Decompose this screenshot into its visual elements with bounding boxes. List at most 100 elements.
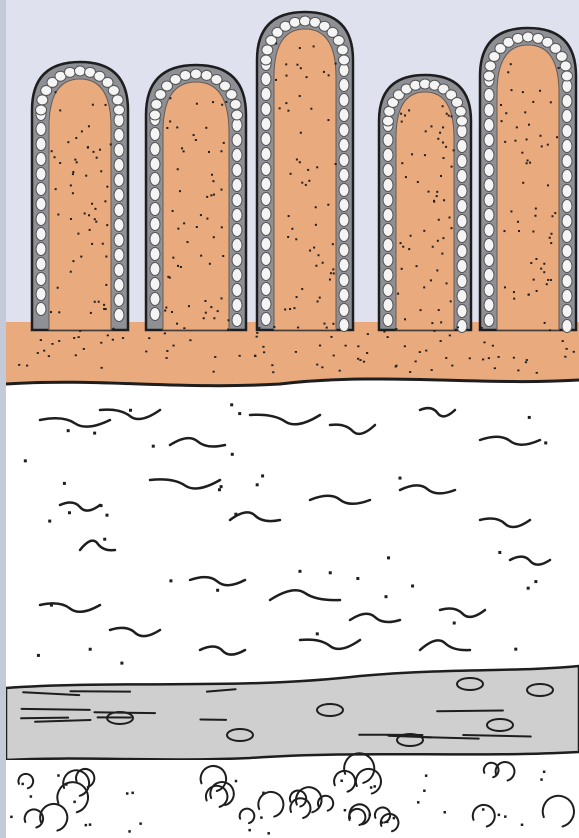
speckle bbox=[384, 595, 387, 598]
muscle-fiber bbox=[21, 718, 68, 719]
epithelial-cell bbox=[562, 200, 572, 213]
speckle bbox=[423, 286, 425, 288]
speckle bbox=[482, 359, 484, 361]
speckle bbox=[441, 253, 443, 255]
epithelial-cell bbox=[261, 178, 271, 191]
speckle bbox=[543, 771, 546, 774]
speckle bbox=[319, 345, 321, 347]
speckle bbox=[425, 774, 428, 777]
epithelial-cell bbox=[383, 149, 393, 162]
speckle bbox=[188, 305, 190, 307]
speckle bbox=[411, 153, 413, 155]
speckle bbox=[524, 111, 526, 113]
speckle bbox=[449, 335, 451, 337]
epithelial-cell bbox=[457, 170, 467, 183]
speckle bbox=[93, 432, 96, 435]
epithelial-cell bbox=[36, 138, 46, 151]
epithelial-cell bbox=[484, 194, 494, 207]
speckle bbox=[417, 801, 420, 804]
epithelial-cell bbox=[36, 273, 46, 286]
epithelial-cell bbox=[457, 305, 467, 318]
epithelial-cell bbox=[484, 104, 494, 117]
speckle bbox=[517, 221, 519, 223]
speckle bbox=[438, 219, 440, 221]
speckle bbox=[169, 277, 171, 279]
speckle bbox=[357, 345, 359, 347]
speckle bbox=[443, 811, 446, 814]
speckle bbox=[425, 350, 427, 352]
speckle bbox=[511, 89, 513, 91]
speckle bbox=[327, 204, 329, 206]
speckle bbox=[221, 297, 223, 299]
speckle bbox=[105, 284, 107, 286]
speckle bbox=[131, 792, 134, 795]
speckle bbox=[88, 125, 90, 127]
epithelial-cell bbox=[457, 230, 467, 243]
speckle bbox=[77, 233, 79, 235]
speckle bbox=[534, 215, 536, 217]
epithelial-cell bbox=[339, 199, 349, 212]
epithelial-cell bbox=[333, 36, 344, 46]
speckle bbox=[195, 139, 197, 141]
epithelial-cell bbox=[150, 218, 160, 231]
speckle bbox=[507, 71, 509, 73]
speckle bbox=[539, 135, 541, 137]
epithelial-cell bbox=[562, 215, 572, 228]
speckle bbox=[510, 210, 512, 212]
epithelial-cell bbox=[36, 243, 46, 256]
speckle bbox=[293, 307, 295, 309]
epithelial-cell bbox=[262, 45, 273, 55]
speckle bbox=[223, 142, 225, 144]
epithelial-cell bbox=[261, 103, 271, 116]
epithelial-cell bbox=[232, 314, 242, 327]
speckle bbox=[200, 214, 202, 216]
speckle bbox=[37, 352, 39, 354]
speckle bbox=[433, 200, 435, 202]
speckle bbox=[439, 132, 441, 134]
villus-core bbox=[396, 92, 454, 330]
epithelial-cell bbox=[300, 16, 311, 26]
speckle bbox=[177, 228, 179, 230]
speckle bbox=[408, 109, 410, 111]
speckle bbox=[267, 832, 270, 835]
epithelial-cell bbox=[150, 158, 160, 171]
epithelial-cell bbox=[232, 179, 242, 192]
speckle bbox=[99, 149, 101, 151]
speckle bbox=[340, 780, 343, 783]
speckle bbox=[521, 152, 523, 154]
speckle bbox=[75, 137, 77, 139]
speckle bbox=[488, 357, 490, 359]
epithelial-cell bbox=[484, 149, 494, 162]
speckle bbox=[221, 104, 223, 106]
speckle bbox=[402, 246, 404, 248]
epithelial-cell bbox=[457, 215, 467, 228]
speckle bbox=[70, 218, 72, 220]
speckle bbox=[67, 429, 70, 432]
speckle bbox=[528, 294, 530, 296]
speckle bbox=[556, 136, 558, 138]
speckle bbox=[227, 329, 229, 331]
speckle bbox=[313, 247, 315, 249]
speckle bbox=[84, 213, 86, 215]
epithelial-cell bbox=[232, 134, 242, 147]
speckle bbox=[450, 300, 452, 302]
speckle bbox=[532, 101, 534, 103]
speckle bbox=[164, 332, 166, 334]
speckle bbox=[345, 345, 347, 347]
speckle bbox=[102, 243, 104, 245]
speckle bbox=[540, 268, 542, 270]
speckle bbox=[104, 200, 106, 202]
epithelial-cell bbox=[339, 244, 349, 257]
epithelial-cell bbox=[484, 179, 494, 192]
epithelial-cell bbox=[512, 33, 523, 43]
speckle bbox=[550, 279, 552, 281]
speckle bbox=[122, 337, 124, 339]
epithelial-cell bbox=[114, 204, 124, 217]
speckle bbox=[400, 113, 402, 115]
speckle bbox=[323, 71, 325, 73]
speckle bbox=[514, 648, 517, 651]
epithelial-cell bbox=[457, 116, 468, 126]
muscle-fiber bbox=[22, 709, 90, 710]
speckle bbox=[356, 577, 359, 580]
epithelial-cell bbox=[457, 185, 467, 198]
